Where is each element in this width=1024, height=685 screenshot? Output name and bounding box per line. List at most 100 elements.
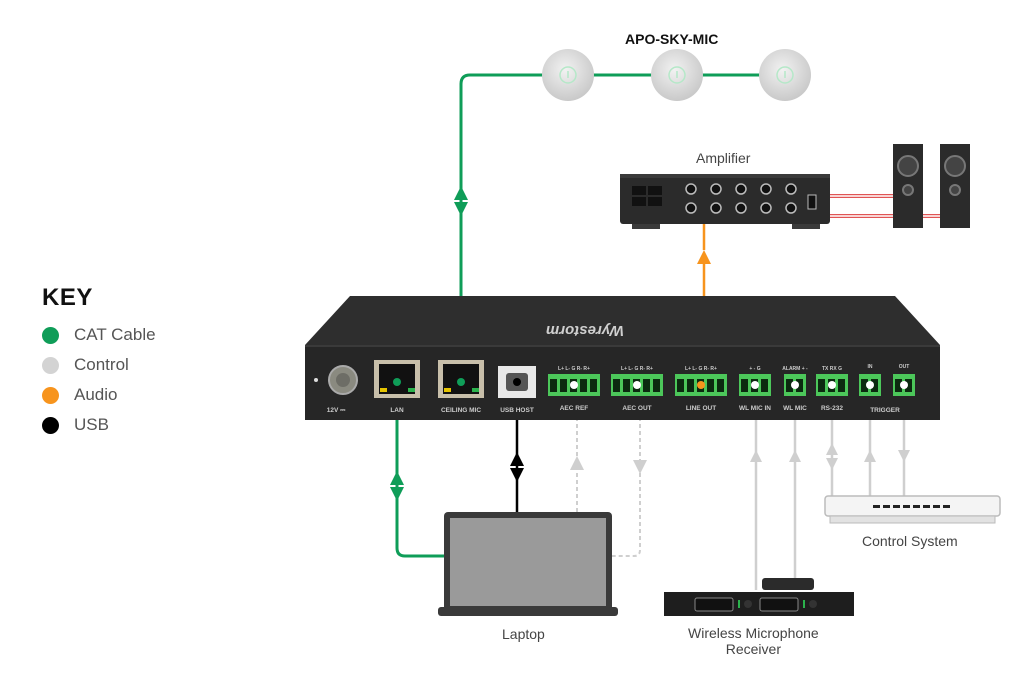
control-arrow-up-icon <box>570 456 584 470</box>
audio-arrow-up-icon <box>697 250 711 264</box>
handheld-microphone <box>762 578 814 590</box>
control-system <box>824 495 1001 524</box>
connection-point <box>828 381 836 389</box>
port-label: AEC OUT <box>622 405 651 412</box>
port-label: TRIGGER <box>870 407 900 414</box>
connection-point <box>791 381 799 389</box>
control-led <box>883 505 890 508</box>
pin-label: ALARM + - <box>782 366 808 372</box>
connection-point <box>866 381 874 389</box>
control-arrow-up-icon <box>789 450 801 462</box>
port-label: USB HOST <box>500 407 534 414</box>
lan-port <box>374 360 420 398</box>
usb-dot-icon <box>42 416 59 434</box>
amp-jack <box>685 183 697 195</box>
trigger-in-label: IN <box>868 364 873 370</box>
terminal-block <box>784 374 806 396</box>
amp-jack <box>760 202 772 214</box>
pin-label: L+ L- G R- R+ <box>621 366 653 372</box>
wireless-receiver-label-line1: Wireless Microphone <box>688 625 819 641</box>
power-jack <box>314 365 358 395</box>
control-arrow-up-icon <box>750 450 762 462</box>
port-label: LAN <box>390 407 404 414</box>
legend-item-cat: CAT Cable <box>42 320 156 350</box>
connection-point <box>570 381 578 389</box>
speaker-left <box>893 144 923 228</box>
amp-jack <box>710 202 722 214</box>
amplifier <box>620 174 830 229</box>
wireless-receiver-label-line2: Receiver <box>725 641 781 657</box>
wireless-mic-receiver <box>664 578 854 616</box>
cat-cable-dot-icon <box>42 326 59 344</box>
control-system-label: Control System <box>862 533 958 549</box>
control-cable-aec-out <box>610 382 641 557</box>
connection-point <box>633 381 641 389</box>
ceiling-mic <box>651 49 703 101</box>
wireless-receiver-label: Wireless Microphone Receiver <box>688 625 819 657</box>
terminal-block <box>611 374 663 396</box>
amp-jack <box>760 183 772 195</box>
usb-host-port <box>498 366 536 398</box>
cat-cable-lan-laptop <box>395 382 446 558</box>
cat-bidirectional-arrow-icon <box>454 186 468 216</box>
brand-logo: Wyrestorm <box>546 322 624 339</box>
terminal-block <box>893 374 915 396</box>
main-unit: Wyrestorm 12V ⎓LA <box>305 296 940 420</box>
terminal-block <box>548 374 600 396</box>
laptop-label: Laptop <box>502 626 545 642</box>
amp-jack <box>785 183 797 195</box>
ceiling-mic <box>542 49 594 101</box>
speaker-wires <box>828 194 940 218</box>
amp-jack <box>785 202 797 214</box>
port-label: LINE OUT <box>686 405 716 412</box>
control-led <box>893 505 900 508</box>
cat-bidirectional-arrow-icon <box>390 471 404 501</box>
legend-item-usb: USB <box>42 410 156 440</box>
ceiling-mic-port <box>438 360 484 398</box>
control-arrow-up-icon <box>864 450 876 462</box>
legend-item-control: Control <box>42 350 156 380</box>
legend-label: Audio <box>74 385 118 404</box>
ceiling-mic <box>759 49 811 101</box>
connection-point <box>697 381 705 389</box>
connection-point <box>900 381 908 389</box>
control-led <box>913 505 920 508</box>
amp-jack <box>685 202 697 214</box>
control-arrow-down-icon <box>898 450 910 462</box>
port-label: WL MIC <box>783 405 807 412</box>
speaker-right <box>940 144 970 228</box>
control-dot-icon <box>42 356 59 374</box>
audio-dot-icon <box>42 386 59 404</box>
amp-jack <box>710 183 722 195</box>
control-led <box>943 505 950 508</box>
control-bidirectional-arrow-icon <box>826 443 838 470</box>
port-label: RS-232 <box>821 405 843 412</box>
mics-label: APO-SKY-MIC <box>625 31 719 47</box>
legend-label: USB <box>74 415 109 434</box>
port-label: CEILING MIC <box>441 407 481 414</box>
connection-point <box>751 381 759 389</box>
legend-label: Control <box>74 355 129 374</box>
port-label: 12V ⎓ <box>327 407 346 414</box>
amp-jack <box>735 183 747 195</box>
pin-label: L+ L- G R- R+ <box>558 366 590 372</box>
usb-bidirectional-arrow-icon <box>510 452 524 482</box>
amp-jack <box>735 202 747 214</box>
control-led <box>923 505 930 508</box>
control-led <box>873 505 880 508</box>
legend-item-audio: Audio <box>42 380 156 410</box>
pin-label: L+ L- G R- R+ <box>685 366 717 372</box>
terminal-block <box>816 374 848 396</box>
trigger-out-label: OUT <box>899 364 910 370</box>
port-label: AEC REF <box>560 405 589 412</box>
terminal-block <box>739 374 771 396</box>
laptop <box>438 512 618 616</box>
control-led <box>933 505 940 508</box>
terminal-block <box>859 374 881 396</box>
terminal-block <box>675 374 727 396</box>
port-label: WL MIC IN <box>739 405 771 412</box>
legend: KEY CAT Cable Control Audio USB <box>42 284 156 440</box>
pin-label: TX RX G <box>822 366 842 372</box>
control-led <box>903 505 910 508</box>
